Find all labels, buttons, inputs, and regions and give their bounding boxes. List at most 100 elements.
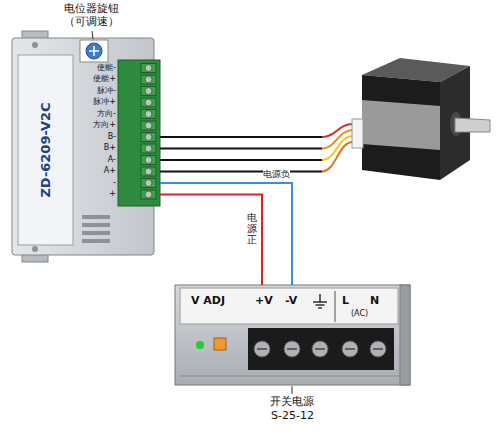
pin-name: 使能+ bbox=[78, 74, 116, 84]
terminal-screw bbox=[145, 88, 152, 95]
stepper-motor bbox=[362, 75, 440, 180]
terminal-screw bbox=[370, 341, 386, 357]
pin-name: 脉冲+ bbox=[78, 97, 116, 107]
power-wire bbox=[160, 195, 262, 286]
ground-symbol bbox=[316, 304, 325, 305]
stepper-driver bbox=[32, 246, 38, 252]
terminal-label: (AC) bbox=[351, 309, 368, 319]
terminal-slot bbox=[141, 75, 156, 84]
stepper-driver bbox=[18, 55, 73, 245]
terminal-screw bbox=[145, 157, 152, 164]
switching-power-supply bbox=[180, 288, 398, 324]
terminal-slot bbox=[141, 87, 156, 96]
power-wire bbox=[160, 183, 292, 285]
motor-wires bbox=[160, 136, 322, 138]
driver-box: ZD-6209-V2C bbox=[12, 38, 160, 255]
terminal-screw bbox=[312, 341, 328, 357]
terminal-screw bbox=[145, 134, 152, 141]
switching-power-supply bbox=[180, 376, 400, 377]
terminal-screw bbox=[145, 168, 152, 175]
stepper-driver bbox=[86, 43, 102, 59]
caption-text: S-25-12 bbox=[271, 409, 314, 422]
screw-slot bbox=[315, 348, 325, 350]
pin-name: A- bbox=[78, 155, 116, 165]
pin-name: 方向- bbox=[78, 109, 116, 119]
stepper-motor bbox=[455, 118, 490, 132]
model-number: ZD-6209-V2C bbox=[38, 102, 54, 197]
pin-name: B- bbox=[78, 132, 116, 142]
motor-wires bbox=[160, 171, 322, 173]
stepper-motor bbox=[362, 100, 440, 150]
stepper-driver bbox=[80, 40, 108, 62]
motor-wires bbox=[322, 142, 353, 172]
terminal-screw bbox=[145, 145, 152, 152]
power-supply-box: V ADJ+V-VLN(AC)开关电源S-25-12 bbox=[175, 285, 410, 385]
stepper-driver bbox=[118, 60, 160, 206]
pin-name: 使能- bbox=[78, 63, 116, 73]
pin-name: B+ bbox=[78, 143, 116, 153]
stepper-driver bbox=[32, 42, 38, 48]
terminal-screw bbox=[254, 341, 270, 357]
terminal-slot bbox=[141, 133, 156, 142]
stepper-motor bbox=[352, 119, 363, 148]
stepper-motor bbox=[352, 58, 490, 180]
terminal-label: V ADJ bbox=[191, 294, 225, 307]
terminal-screws bbox=[141, 64, 156, 200]
terminal-slot bbox=[141, 110, 156, 119]
callout-label: 电位器旋钮 （可调速） bbox=[58, 2, 124, 28]
terminal-screw bbox=[145, 111, 152, 118]
terminal-screw bbox=[145, 191, 152, 198]
pin-name: + bbox=[78, 189, 116, 199]
motor-wires bbox=[160, 148, 322, 150]
stepper-driver bbox=[82, 215, 110, 219]
terminal-slot bbox=[141, 167, 156, 176]
stepper-driver bbox=[82, 231, 110, 235]
motor-wires bbox=[322, 130, 353, 149]
screw-slot bbox=[257, 348, 267, 350]
terminal-screw bbox=[145, 76, 152, 83]
switching-power-supply bbox=[400, 285, 410, 385]
terminal-screw bbox=[284, 341, 300, 357]
screw-slot bbox=[287, 348, 297, 350]
pin-name: - bbox=[78, 178, 116, 188]
terminal-slot bbox=[141, 156, 156, 165]
switching-power-supply bbox=[196, 341, 204, 349]
switching-power-supply bbox=[335, 291, 336, 322]
terminal-label: L bbox=[342, 294, 349, 307]
terminal-screw bbox=[145, 122, 152, 129]
switching-power-supply bbox=[175, 285, 410, 385]
terminal-slot bbox=[141, 179, 156, 188]
pin-name: A+ bbox=[78, 166, 116, 176]
ground-symbol bbox=[318, 307, 322, 308]
stepper-driver bbox=[12, 31, 160, 262]
stepper-driver bbox=[93, 46, 95, 56]
terminal-screws bbox=[254, 341, 386, 357]
motor-wires bbox=[160, 159, 322, 161]
stepper-driver bbox=[82, 239, 110, 243]
pin-name: 方向+ bbox=[78, 120, 116, 130]
terminal-screw bbox=[145, 65, 152, 72]
terminal-slot bbox=[141, 144, 156, 153]
terminal-slot bbox=[141, 190, 156, 199]
terminal-slot bbox=[141, 64, 156, 73]
caption-text: 开关电源 bbox=[270, 395, 314, 408]
ground-symbol bbox=[313, 301, 327, 302]
switching-power-supply bbox=[248, 328, 394, 370]
terminal-label: -V bbox=[285, 294, 297, 307]
terminal-slot bbox=[141, 98, 156, 107]
ground-symbol bbox=[319, 294, 320, 302]
motor-wires bbox=[160, 124, 353, 172]
terminal-screw bbox=[342, 341, 358, 357]
stepper-driver bbox=[82, 223, 110, 227]
ground-symbol bbox=[313, 294, 327, 308]
switching-power-supply bbox=[214, 338, 226, 350]
switching-power-supply bbox=[175, 285, 410, 385]
wire-label: 电源正 bbox=[247, 212, 257, 245]
terminal-slot bbox=[141, 121, 156, 130]
leader-line bbox=[92, 31, 93, 39]
terminal-screw bbox=[145, 180, 152, 187]
terminal-screw bbox=[145, 99, 152, 106]
leader-line bbox=[292, 386, 293, 394]
screw-slot bbox=[373, 348, 383, 350]
